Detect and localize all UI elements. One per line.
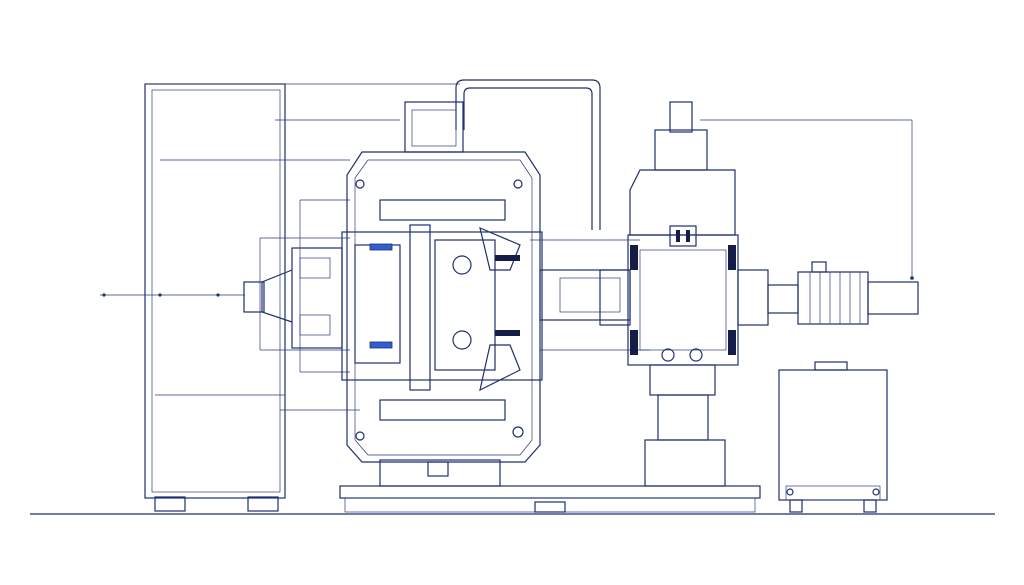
left-coupling xyxy=(243,247,343,349)
main-housing xyxy=(346,101,541,487)
shaft xyxy=(539,269,631,321)
control-cabinet xyxy=(778,361,888,513)
rotor-assembly xyxy=(341,224,543,392)
gearbox-tower xyxy=(599,101,769,487)
pipe xyxy=(455,79,601,230)
left-frame xyxy=(144,83,460,512)
motor xyxy=(767,261,919,325)
base-platform xyxy=(339,485,761,513)
dimension-lines xyxy=(100,119,914,411)
